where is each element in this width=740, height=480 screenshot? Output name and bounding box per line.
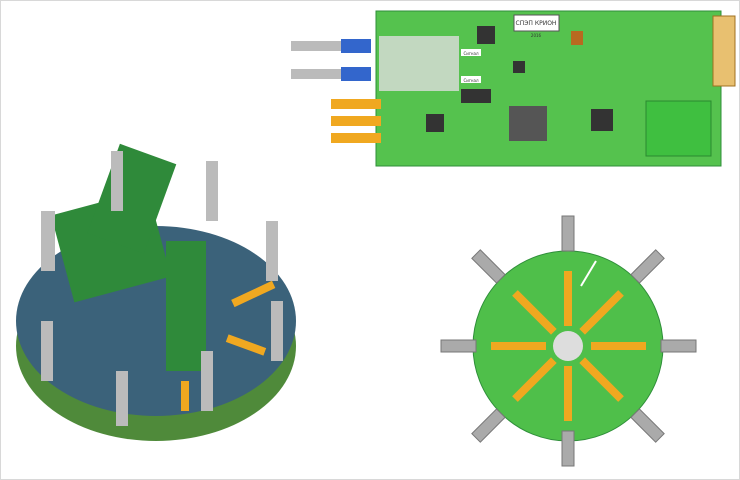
round-board-top-view [440, 215, 697, 467]
connector-label: Сигнал [463, 51, 479, 56]
coax-connectors [331, 99, 381, 143]
fiber-interface-board: СПЭП КРИОН 2016 Сигнал Сигнал [291, 10, 736, 167]
connector-label: Сигнал [463, 78, 479, 83]
board-sublabel: 2016 [531, 33, 542, 38]
cryo-assembly-3d [16, 143, 296, 441]
fiber-connectors [291, 39, 371, 81]
board-label: СПЭП КРИОН [516, 20, 557, 27]
arrow-marker [580, 260, 597, 287]
